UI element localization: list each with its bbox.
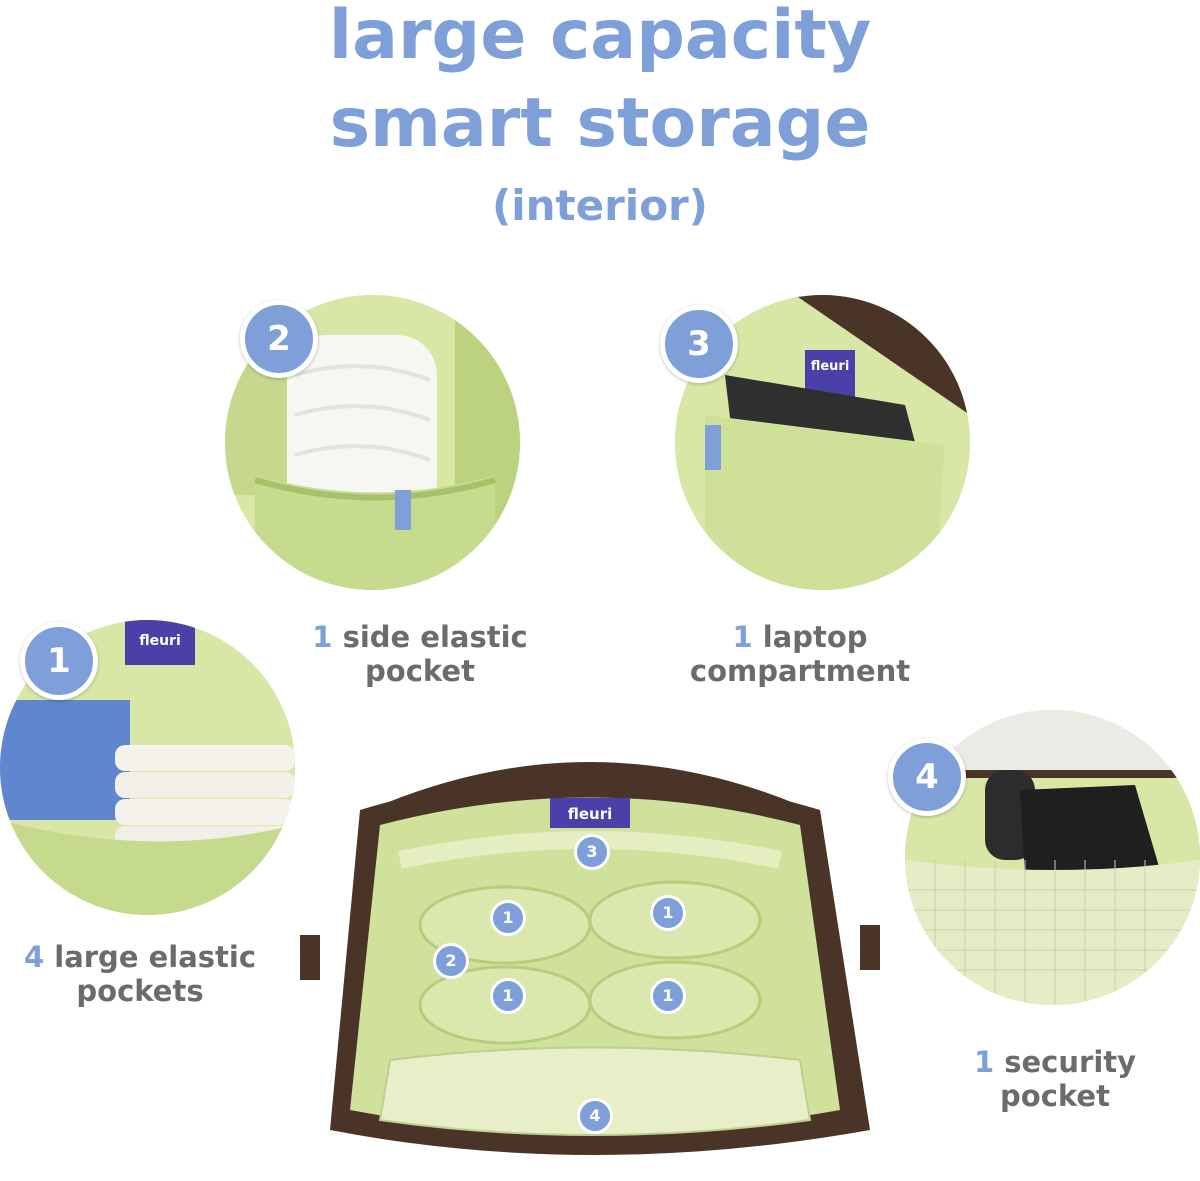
caption-security-line1: security (1004, 1045, 1137, 1079)
caption-elastic-pockets-line2: pockets (76, 974, 204, 1008)
caption-security-count: 1 (973, 1045, 995, 1079)
caption-laptop-line2: compartment (689, 654, 911, 688)
bag-marker-side: 2 (433, 943, 469, 979)
bag-marker-laptop: 3 (574, 834, 610, 870)
bag-illustration: fleuri (300, 762, 880, 1155)
badge-2: 2 (240, 300, 318, 378)
bag-marker-elastic-3: 1 (490, 978, 526, 1014)
title-line-1: large capacity (328, 0, 872, 75)
caption-side-pocket: 1 side elastic pocket (280, 620, 560, 688)
caption-security: 1 security pocket (935, 1045, 1175, 1113)
bag-marker-elastic-2: 1 (650, 895, 686, 931)
caption-side-pocket-line1: side elastic (342, 620, 528, 654)
caption-side-pocket-line2: pocket (365, 654, 475, 688)
badge-1: 1 (20, 622, 98, 700)
towel-illustration (225, 295, 520, 590)
bag-marker-elastic-4: 1 (650, 978, 686, 1014)
caption-laptop: 1 laptop compartment (665, 620, 935, 688)
bag-interior-photo: fleuri 3 1 1 2 1 1 4 (300, 750, 880, 1170)
laptop-compartment-photo: fleuri (675, 295, 970, 590)
caption-elastic-pockets-line1: large elastic (54, 940, 257, 974)
caption-laptop-line1: laptop (762, 620, 868, 654)
brand-label: fleuri (811, 359, 850, 374)
caption-elastic-pockets-count: 4 (23, 940, 45, 974)
title-line-2: smart storage (329, 84, 871, 163)
title-subtitle: (interior) (492, 181, 708, 230)
brand-label-2: fleuri (139, 633, 181, 649)
caption-side-pocket-count: 1 (312, 620, 333, 654)
caption-laptop-count: 1 (732, 620, 753, 654)
bag-marker-security: 4 (577, 1098, 613, 1134)
caption-security-line2: pocket (1000, 1079, 1110, 1113)
side-pocket-photo (225, 295, 520, 590)
bag-brand-label: fleuri (568, 805, 613, 823)
badge-3: 3 (660, 305, 738, 383)
caption-elastic-pockets: 4 large elastic pockets (0, 940, 280, 1008)
bag-marker-elastic-1: 1 (490, 900, 526, 936)
badge-4: 4 (888, 738, 966, 816)
